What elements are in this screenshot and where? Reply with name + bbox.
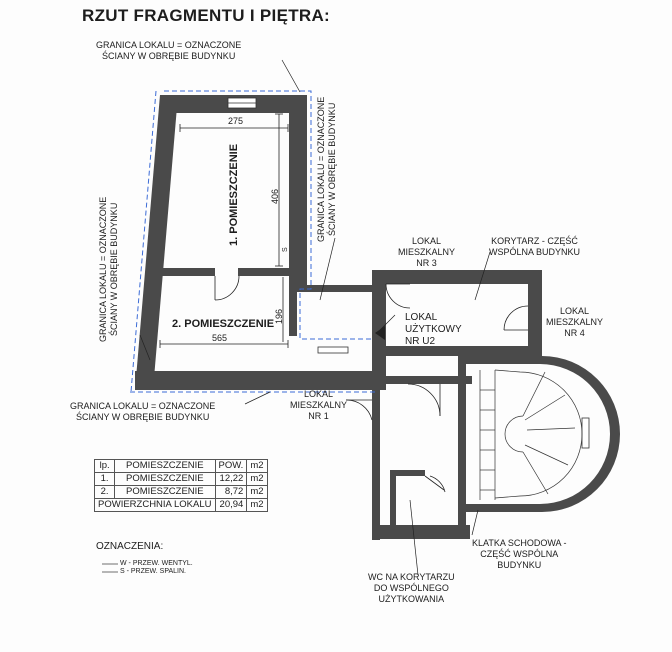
leader-lines [139,59,491,576]
table-total-row: POWIERZCHNIA LOKALU 20,94 m2 [94,498,268,512]
cell-area: 12,22 [214,472,248,486]
cell-room: POMIESZCZENIE [114,472,216,486]
boundary-label-bottom: GRANICA LOKALU = OZNACZONE ŚCIANY W OBRĘ… [70,401,216,422]
header-lp: lp. [93,459,116,473]
table-header: lp. POMIESZCZENIE POW. m2 [93,459,268,473]
header-room: POMIESZCZENIE [114,459,216,473]
s-flue-mark: S [282,247,289,252]
boundary-label-right: GRANICA LOKALU = OZNACZONE ŚCIANY W OBRĘ… [316,96,337,242]
boundary-label-top: GRANICA LOKALU = OZNACZONE ŚCIANY W OBRĘ… [96,40,242,61]
legend-item-flue: S - PRZEW. SPALIN. [120,568,186,575]
cell-area: 8,72 [214,485,248,499]
room-2-label: 2. POMIESZCZENIE [172,318,275,330]
cell-lp: 1. [93,472,116,486]
dim-room2-height: 196 [274,308,284,324]
cell-room: POMIESZCZENIE [114,485,216,499]
windows [227,97,590,449]
legend-title: OZNACZENIA: [96,541,164,552]
table-row: 2. POMIESZCZENIE 8,72 m2 [93,485,268,499]
cell-total-area: 20,94 [214,498,248,512]
header-area: POW. [214,459,248,473]
premises-walls [135,95,375,390]
cell-unit: m2 [246,485,268,499]
dim-room1-height: 406 [270,188,280,204]
legend-arrows [102,563,118,573]
table-row: 1. POMIESZCZENIE 12,22 m2 [93,472,268,486]
boundary-label-left: GRANICA LOKALU = OZNACZONE ŚCIANY W OBRĘ… [98,196,119,342]
cell-total-label: POWIERZCHNIA LOKALU [94,498,216,512]
dim-room2-width: 565 [212,333,228,343]
page-title: RZUT FRAGMENTU I PIĘTRA: [82,6,331,25]
legend-item-ventilation: W - PRZEW. WENTYL. [120,560,193,567]
header-unit: m2 [246,459,268,473]
room-1-label: 1. POMIESZCZENIE [228,143,240,246]
staircase [479,369,583,500]
cell-total-unit: m2 [246,498,268,512]
cell-unit: m2 [246,472,268,486]
dim-top-width: 275 [228,116,244,126]
neighbor-walls [372,270,620,540]
dimension-lines [159,113,289,348]
entrance-arrow-icon [375,326,385,340]
cell-lp: 2. [93,485,116,499]
doors [214,275,529,493]
room-area-table: lp. POMIESZCZENIE POW. m2 1. POMIESZCZEN… [93,459,268,512]
boundary-lines [130,90,375,393]
